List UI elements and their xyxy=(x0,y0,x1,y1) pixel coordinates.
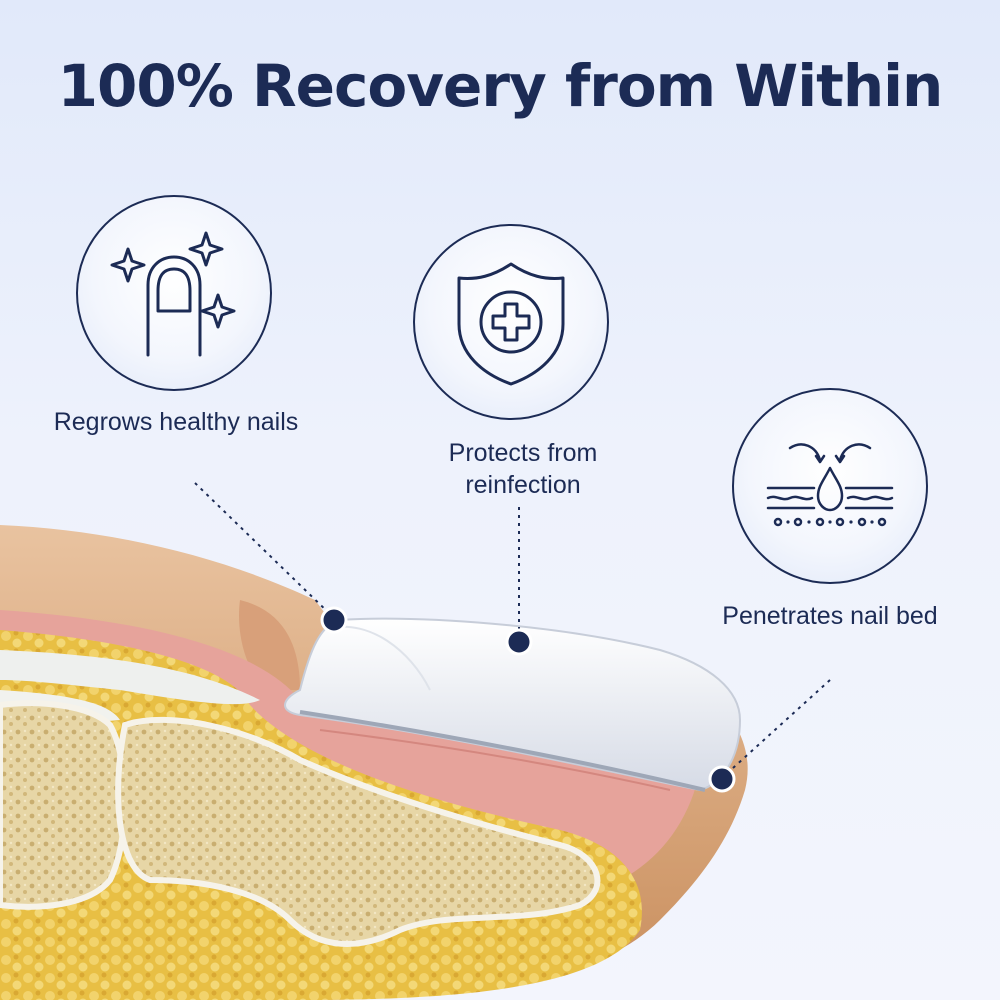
shield-plus-icon xyxy=(457,262,564,385)
benefit-badge-regrows xyxy=(76,195,272,391)
droplet-absorption-icon xyxy=(766,442,893,526)
bone-distal xyxy=(115,716,601,947)
page-title: 100% Recovery from Within xyxy=(57,52,944,120)
marker-dot-penetrates xyxy=(708,765,736,793)
benefit-badge-penetrates xyxy=(732,388,928,584)
leader-line-regrows xyxy=(194,482,335,619)
benefit-label-regrows: Regrows healthy nails xyxy=(53,408,299,436)
benefit-label-penetrates: Penetrates nail bed xyxy=(722,602,938,630)
marker-dot-protects xyxy=(505,628,533,656)
marker-dot-regrows xyxy=(320,606,348,634)
bone-proximal xyxy=(0,700,128,910)
benefit-badge-protects xyxy=(413,224,609,420)
benefit-label-protects: Protects from reinfection xyxy=(448,439,598,499)
leader-line-penetrates xyxy=(721,679,831,779)
nail-plate xyxy=(284,617,742,792)
sparkling-nail-icon xyxy=(110,231,235,356)
